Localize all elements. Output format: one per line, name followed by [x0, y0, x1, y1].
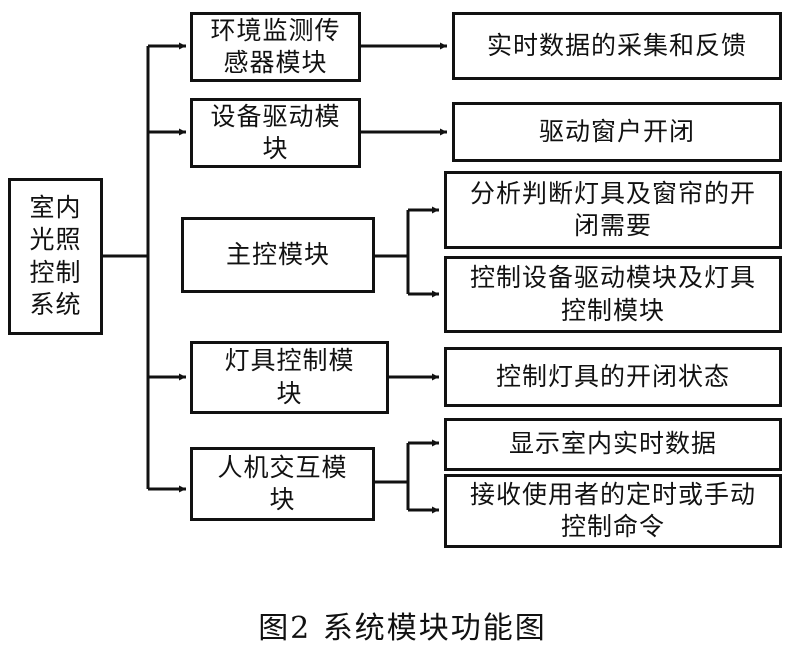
function-label: 控制灯具的开闭状态 [495, 361, 730, 391]
function-analyze-needs: 分析判断灯具及窗帘的开 闭需要 [444, 171, 782, 249]
module-env-sensor: 环境监测传 感器模块 [190, 12, 361, 82]
module-label: 灯具控制模 块 [224, 346, 355, 408]
module-label: 设备驱动模 块 [210, 101, 341, 164]
function-label: 接收使用者的定时或手动 控制命令 [469, 479, 756, 542]
module-label: 人机交互模 块 [217, 452, 348, 515]
function-receive-commands: 接收使用者的定时或手动 控制命令 [444, 474, 782, 548]
root-node: 室内 光照 控制 系统 [8, 178, 103, 335]
module-label: 环境监测传 感器模块 [210, 15, 341, 78]
function-label: 驱动窗户开闭 [538, 116, 695, 146]
function-light-state: 控制灯具的开闭状态 [444, 347, 782, 407]
module-hmi: 人机交互模 块 [190, 447, 375, 521]
function-window-drive: 驱动窗户开闭 [452, 102, 782, 162]
module-main-control: 主控模块 [181, 217, 375, 293]
module-device-driver: 设备驱动模 块 [190, 98, 361, 168]
module-label: 主控模块 [225, 239, 330, 269]
root-node-label: 室内 光照 控制 系统 [29, 192, 82, 320]
function-label: 控制设备驱动模块及灯具 控制模块 [469, 263, 756, 325]
function-label: 分析判断灯具及窗帘的开 闭需要 [469, 178, 756, 241]
figure-caption: 图2 系统模块功能图 [258, 611, 547, 646]
function-data-collection: 实时数据的采集和反馈 [452, 12, 782, 80]
function-label: 显示室内实时数据 [508, 429, 717, 459]
function-display-data: 显示室内实时数据 [444, 418, 782, 471]
function-control-modules: 控制设备驱动模块及灯具 控制模块 [444, 256, 782, 333]
module-light-control: 灯具控制模 块 [190, 341, 389, 414]
function-label: 实时数据的采集和反馈 [486, 30, 747, 60]
